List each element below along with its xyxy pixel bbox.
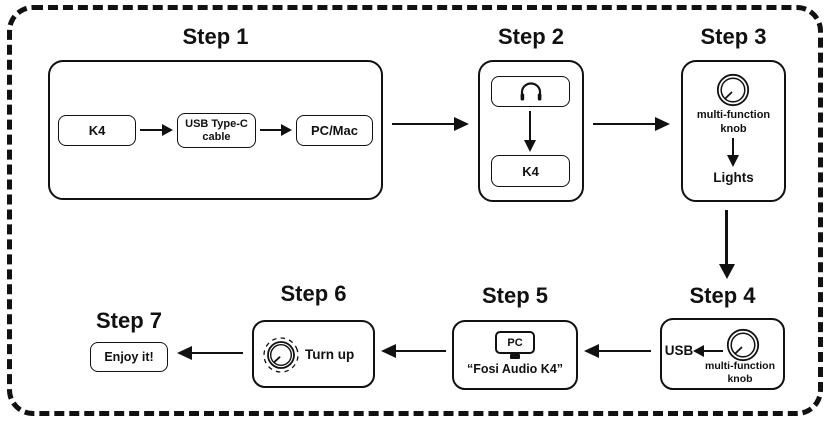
step3-title: Step 3 (700, 24, 767, 49)
arrow-step1-step2-icon (392, 117, 469, 131)
step4-usb-label: USB (664, 343, 694, 358)
step4-title: Step 4 (689, 283, 756, 308)
step7-title: Step 7 (95, 308, 163, 333)
step3-box (681, 60, 786, 202)
arrow-right-icon (260, 123, 292, 136)
step2-k4-box: K4 (491, 155, 570, 187)
arrow-down-icon (523, 111, 537, 152)
step6-title: Step 6 (280, 281, 347, 306)
arrow-step6-step7-icon (177, 346, 243, 360)
arrow-step3-step4-icon (718, 210, 735, 279)
step1-k4-box: K4 (58, 115, 136, 146)
step1-title: Step 1 (182, 24, 249, 49)
arrow-left-icon (693, 344, 723, 357)
knob-turn-icon (260, 330, 306, 376)
step6-action-label: Turn up (305, 347, 355, 362)
multi-function-knob-icon (716, 73, 750, 107)
step7-enjoy-box: Enjoy it! (90, 342, 168, 372)
arrow-step2-step3-icon (593, 117, 670, 131)
arrow-down-icon (726, 138, 740, 167)
step2-headphones-box (491, 76, 570, 107)
step4-knob-label: multi-function knob (705, 360, 775, 386)
step5-pc-label: PC (507, 336, 523, 349)
step5-title: Step 5 (481, 283, 549, 308)
dashed-border (7, 5, 823, 416)
multi-function-knob-icon (726, 328, 760, 362)
step4-box (660, 318, 785, 390)
step1-pcmac-box: PC/Mac (296, 115, 373, 146)
step5-device-name: “Fosi Audio K4” (466, 362, 564, 376)
step6-box (252, 320, 375, 388)
step1-cable-box: USB Type-C cable (177, 113, 256, 148)
step3-lights-label: Lights (713, 170, 754, 185)
pc-monitor-icon: PC (495, 331, 535, 354)
headphones-icon (518, 81, 544, 103)
arrow-right-icon (140, 123, 173, 136)
arrow-step5-step6-icon (381, 344, 446, 358)
arrow-step4-step5-icon (584, 344, 651, 358)
step3-knob-label: multi-function knob (696, 109, 771, 136)
step2-title: Step 2 (497, 24, 565, 49)
pc-monitor-stand-icon (510, 354, 520, 359)
